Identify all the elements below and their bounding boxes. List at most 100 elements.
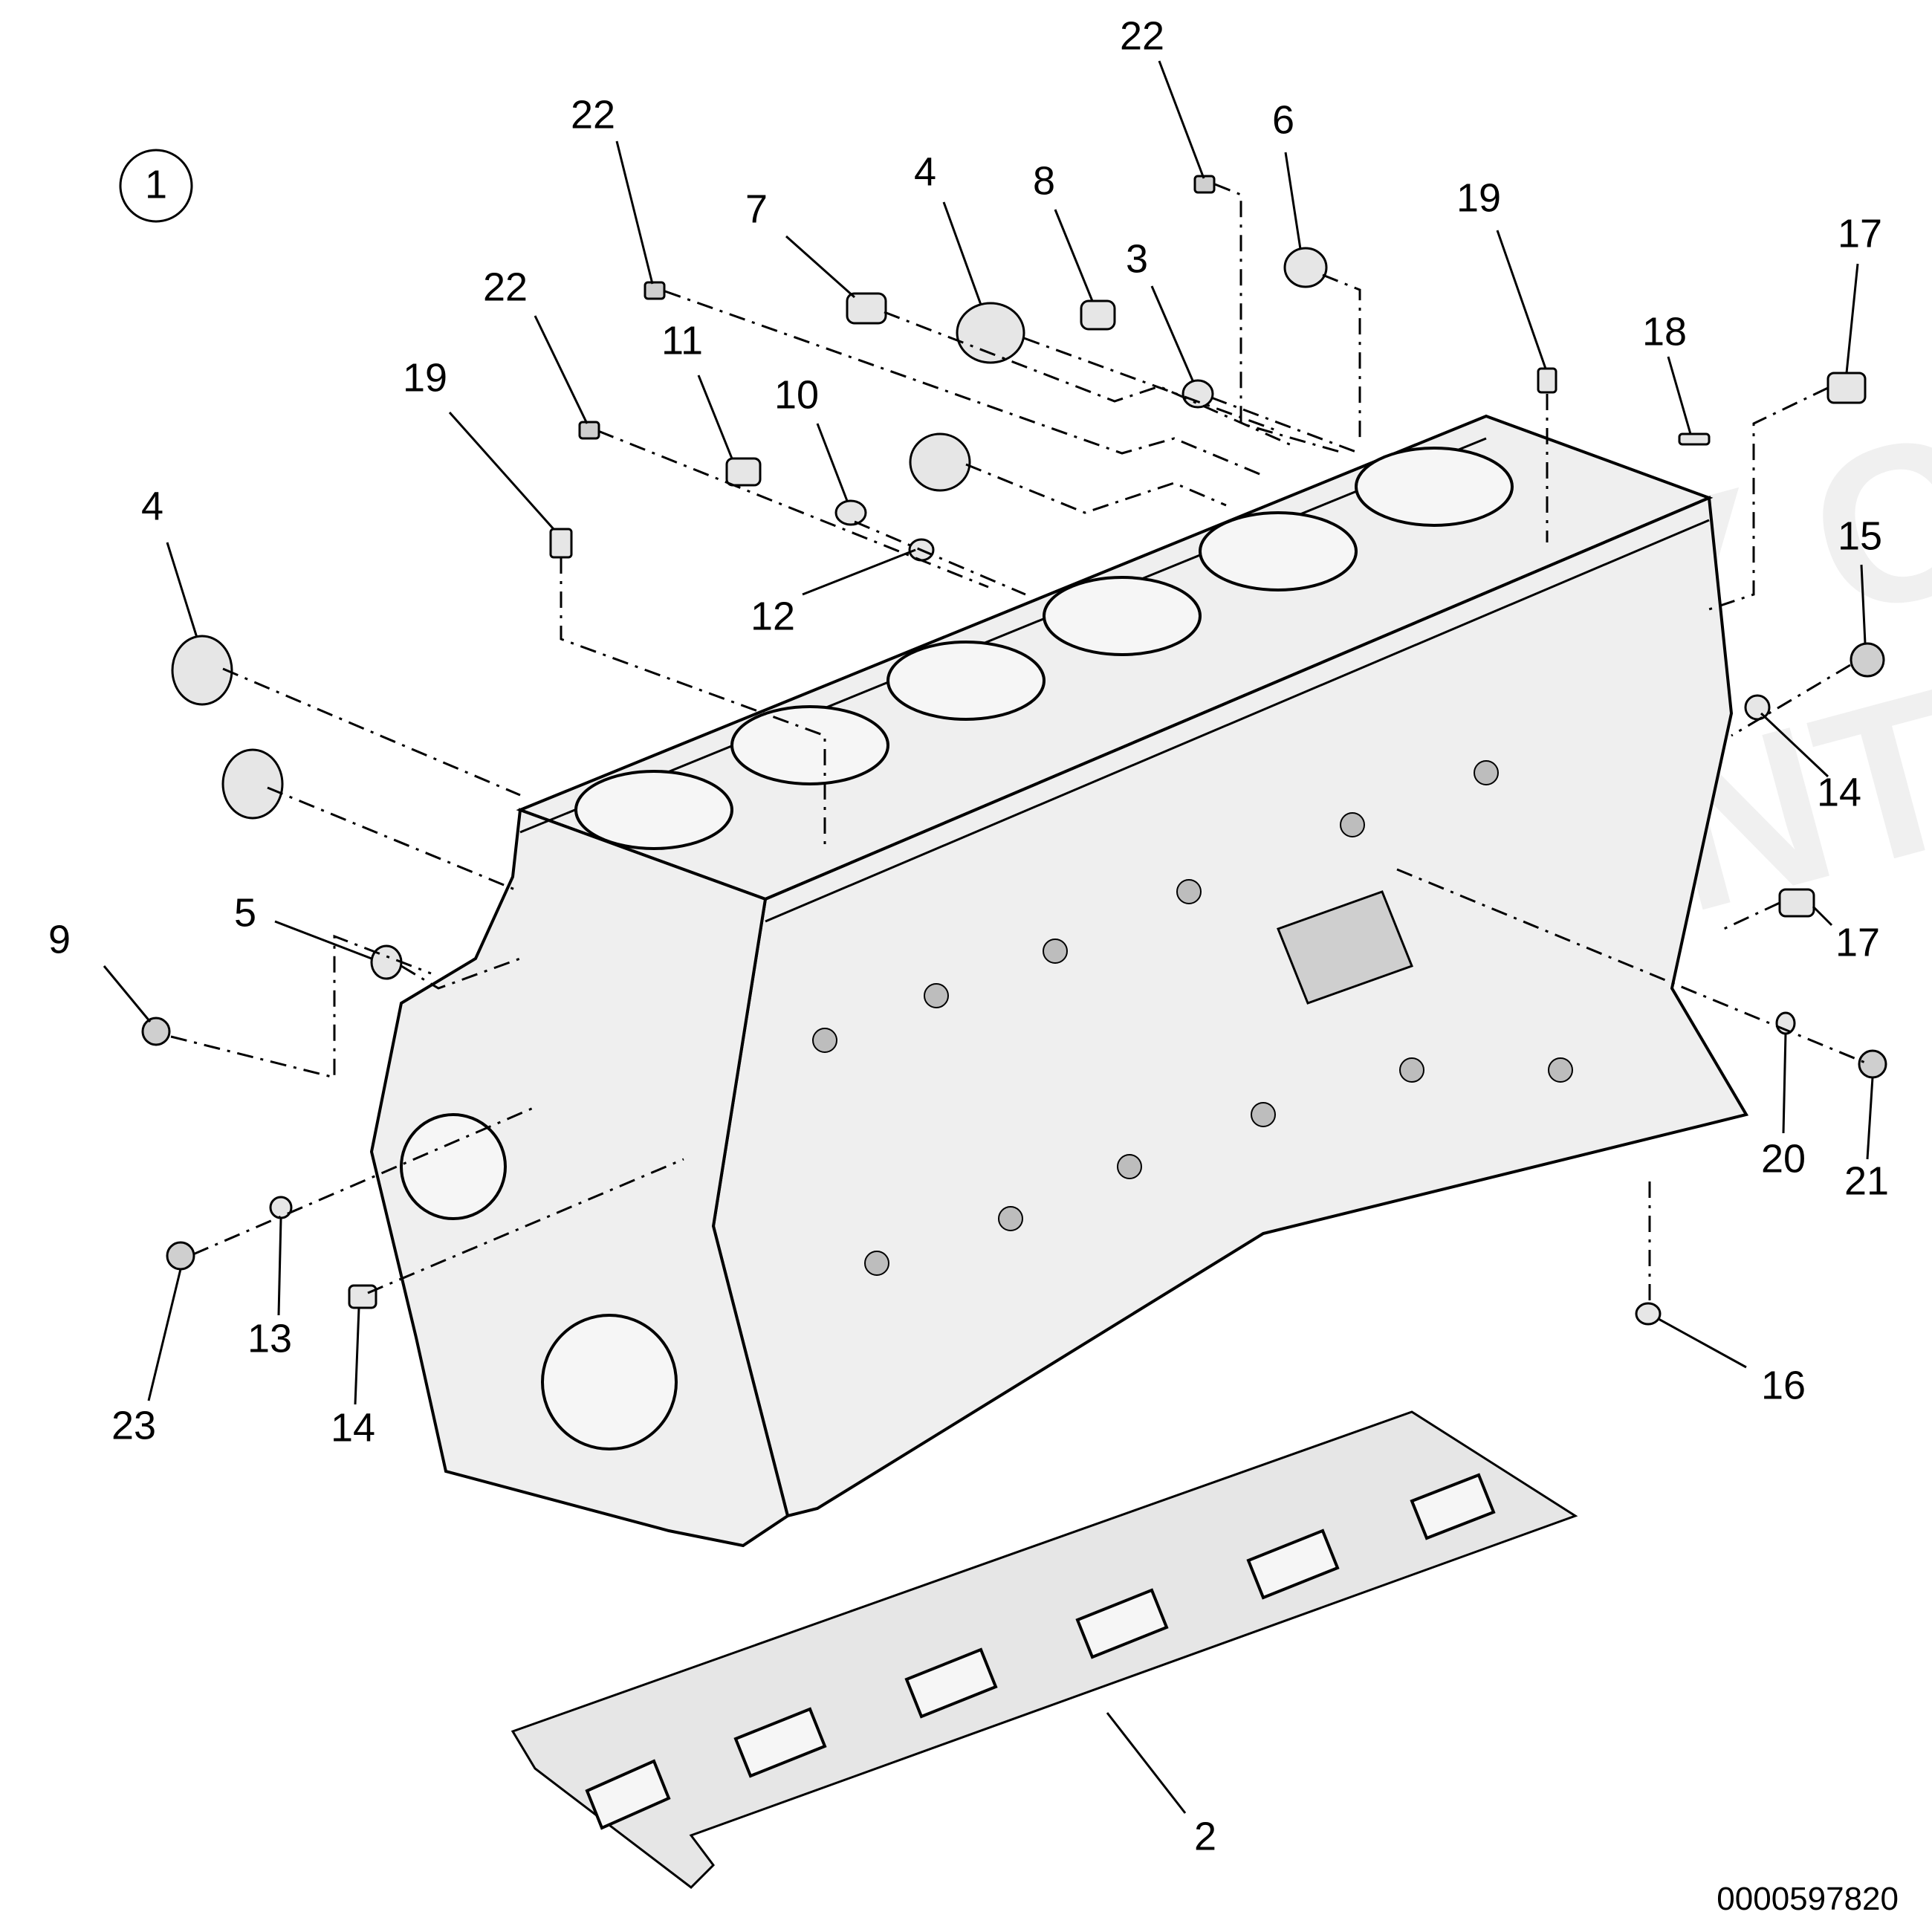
callout-2: 2 [1194, 1814, 1216, 1858]
assembly-line [192, 1106, 536, 1256]
cylinder-bore-1 [574, 770, 733, 850]
leader-7 [785, 235, 855, 299]
plug-22-b [578, 421, 600, 440]
callout-20: 20 [1761, 1136, 1806, 1181]
assembly-line [1723, 901, 1780, 930]
assembly-line [597, 429, 989, 589]
callout-17: 17 [1838, 211, 1882, 256]
callout-19: 19 [403, 355, 447, 400]
screw-23 [166, 1241, 195, 1271]
deck-edge [519, 437, 1487, 834]
assembly-line [267, 786, 521, 893]
cylinder-bore-2 [730, 705, 889, 785]
assembly-line [854, 520, 1026, 596]
callout-11: 11 [661, 318, 703, 363]
leader-lines [103, 60, 1874, 1814]
leader-19-right [1496, 230, 1547, 369]
assembly-line [884, 311, 1294, 447]
screw-21 [1858, 1049, 1887, 1079]
leader-21 [1866, 1077, 1874, 1160]
core-plug-top-a [956, 302, 1025, 364]
oil-pan-gasket [510, 1410, 1578, 1889]
leader-9 [103, 965, 152, 1022]
callout-16: 16 [1761, 1363, 1806, 1407]
leader-18 [1667, 356, 1692, 435]
washer-13 [269, 1196, 293, 1219]
assembly-line [560, 557, 826, 847]
leader-15 [1860, 564, 1867, 644]
leader-17-top [1845, 263, 1859, 374]
callout-14: 14 [1817, 770, 1861, 814]
callout-17: 17 [1835, 920, 1880, 965]
leader-10 [816, 423, 849, 502]
plug-7 [846, 292, 887, 325]
boss-hole [1117, 1154, 1142, 1179]
assembly-line [664, 290, 1264, 477]
assembly-line [367, 1158, 684, 1294]
leader-2 [1106, 1712, 1187, 1814]
gasket-cutout [1246, 1529, 1340, 1600]
view-number: 1 [145, 162, 167, 207]
leader-13 [277, 1218, 282, 1316]
boss-hole [1399, 1057, 1424, 1083]
leader-14-left [354, 1307, 360, 1405]
assembly-line [1214, 183, 1346, 455]
callout-3: 3 [1126, 236, 1148, 281]
callout-22: 22 [483, 265, 528, 309]
sleeve-17-mid [1778, 888, 1815, 918]
assembly-line [1396, 868, 1866, 1064]
assembly-line [170, 934, 432, 1079]
callout-13: 13 [247, 1316, 292, 1361]
assembly-line [401, 957, 521, 990]
callout-8: 8 [1033, 158, 1055, 203]
leader-4-top [942, 201, 982, 305]
boss-hole [924, 983, 949, 1008]
seal-14-right [1744, 694, 1771, 721]
document-id: 0000597820 [1717, 1881, 1899, 1917]
cylinder-bore-6 [1355, 447, 1514, 527]
plug-8 [1080, 299, 1116, 331]
boss-hole [1043, 939, 1068, 964]
crank-bore [541, 1314, 678, 1450]
boss-hole [1548, 1057, 1573, 1083]
assembly-line [965, 463, 1227, 514]
sleeve-14-left [348, 1284, 377, 1309]
plug-22-c [1193, 175, 1216, 194]
callout-23: 23 [111, 1403, 156, 1448]
callout-12: 12 [751, 594, 795, 638]
boss-hole [998, 1206, 1023, 1231]
callout-14: 14 [331, 1405, 375, 1450]
boss-hole [812, 1028, 837, 1053]
plug-9 [141, 1017, 171, 1046]
seal-ring-6 [1283, 247, 1328, 288]
leader-5 [274, 920, 372, 960]
washer-10 [834, 499, 867, 526]
core-plug-left-lower [221, 748, 284, 820]
callout-5: 5 [234, 890, 256, 935]
side-bosses [812, 760, 1573, 1276]
callout-18: 18 [1642, 309, 1687, 354]
leader-22-a [615, 140, 654, 285]
leader-11 [697, 375, 733, 459]
core-plug-top-b [909, 432, 971, 492]
assembly-line [1731, 664, 1851, 737]
gasket-cutouts [585, 1473, 1496, 1830]
callout-4: 4 [914, 149, 936, 194]
cylinder-bore-3 [886, 641, 1046, 721]
loose-parts [141, 175, 1887, 1326]
plug-15 [1850, 642, 1885, 678]
leader-22-b [534, 315, 589, 424]
callout-7: 7 [745, 187, 768, 231]
leader-16 [1658, 1317, 1747, 1369]
pin-18 [1678, 432, 1711, 446]
callout-15: 15 [1838, 513, 1882, 558]
leader-23 [147, 1268, 182, 1401]
leader-17-mid [1812, 905, 1833, 927]
assembly-line [222, 667, 521, 797]
callout-22: 22 [1120, 13, 1164, 58]
callout-4: 4 [141, 484, 163, 528]
gasket-plate [510, 1410, 1578, 1889]
seal-ring-3 [1181, 379, 1214, 409]
callout-21: 21 [1844, 1158, 1889, 1203]
